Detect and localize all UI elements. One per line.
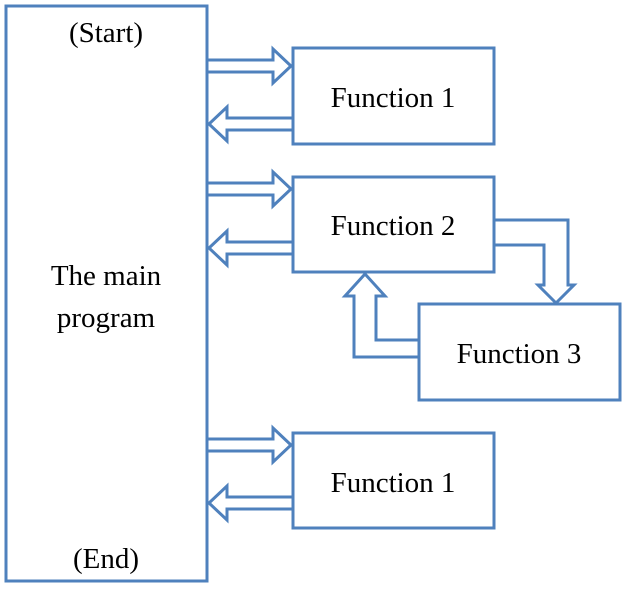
arrow-function-3-to-function-2 <box>341 271 421 359</box>
function-2-box <box>291 175 496 274</box>
function-3-label: Function 3 <box>457 338 582 370</box>
function-1-top-label: Function 1 <box>331 82 456 114</box>
arrow-function-2-to-function-3 <box>492 218 578 306</box>
end-label: (End) <box>73 543 139 575</box>
main-program-label-line1: The main <box>51 260 162 292</box>
arrow-function-2-to-main <box>206 227 295 269</box>
function-1-top-box <box>291 46 496 146</box>
start-label: (Start) <box>69 17 143 49</box>
arrow-main-to-function-1-bottom <box>205 424 294 466</box>
function-1-bottom-label: Function 1 <box>331 467 456 499</box>
function-3-box <box>417 302 622 402</box>
function-1-bottom-box <box>291 431 496 530</box>
arrow-function-1-bottom-to-main <box>206 482 295 524</box>
main-program-label-line2: program <box>57 302 156 334</box>
arrow-function-1-top-to-main <box>206 103 295 145</box>
arrow-main-to-function-1-top <box>205 45 294 87</box>
function-2-label: Function 2 <box>331 210 456 242</box>
arrow-main-to-function-2 <box>205 168 294 210</box>
main-program-box <box>4 4 209 583</box>
